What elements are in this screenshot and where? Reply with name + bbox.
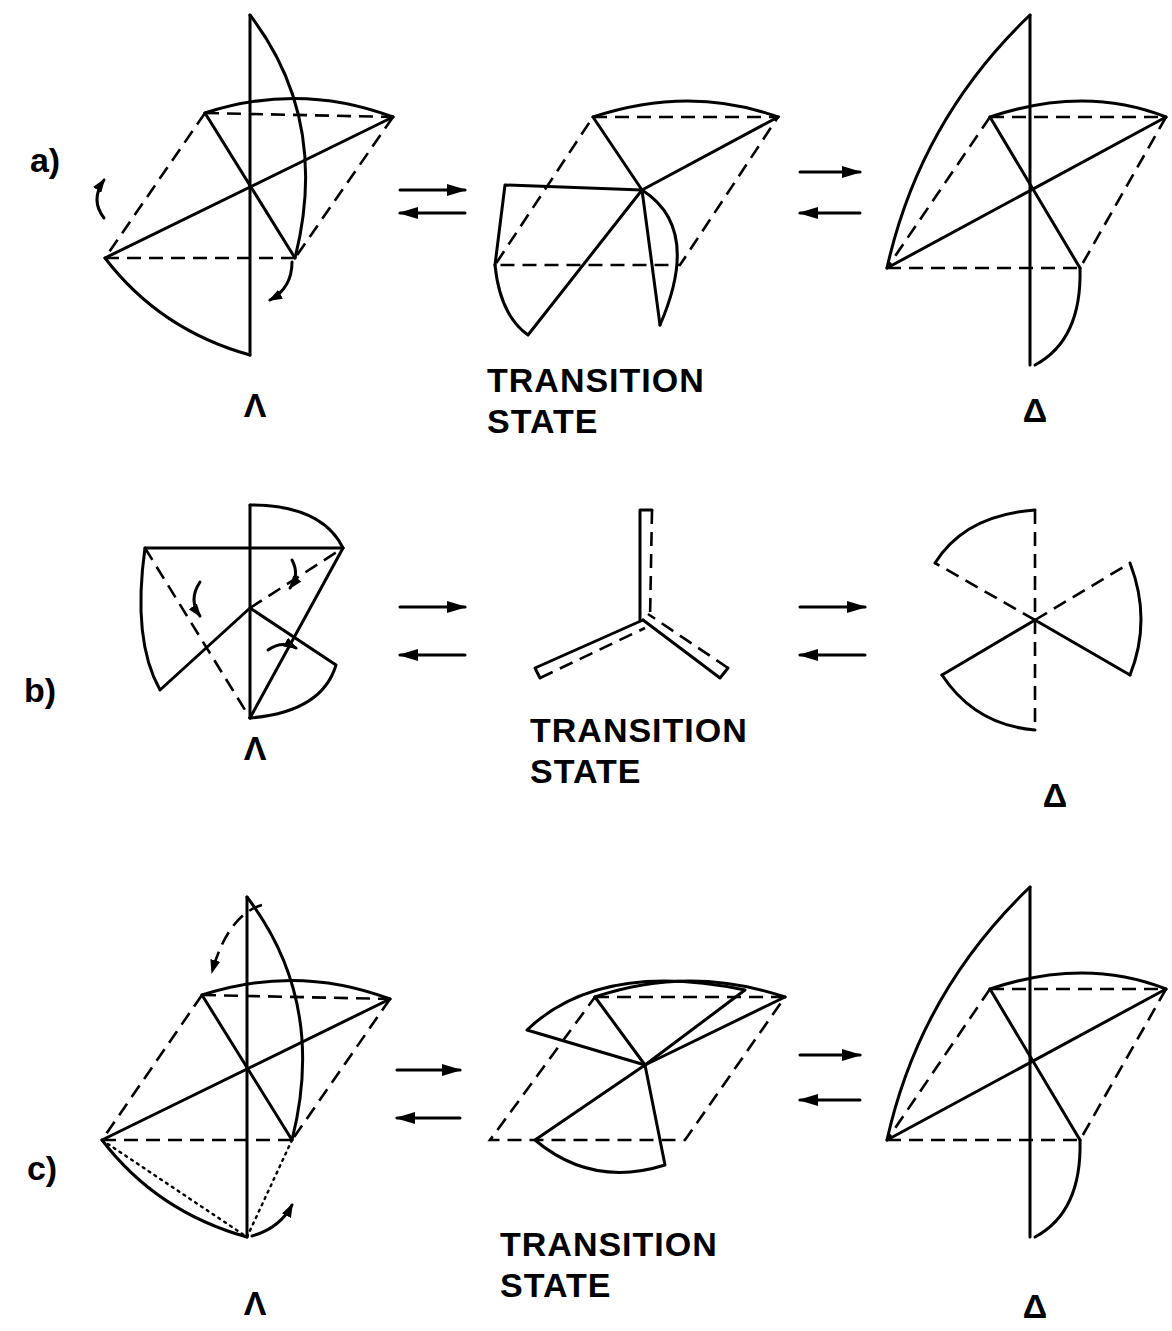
lambda-octahedron-a-stroke — [270, 262, 292, 300]
lambda-prism-view-b-stroke — [250, 505, 343, 548]
part-letter: c) — [27, 1148, 57, 1189]
chirality-symbol: Λ — [244, 728, 267, 769]
delta-prism-view-b-stroke — [942, 675, 1035, 730]
state-caption: TRANSITION STATE — [500, 1224, 718, 1306]
transition-state-b-stroke — [540, 628, 645, 678]
state-caption: TRANSITION STATE — [530, 710, 748, 792]
transition-state-a-stroke — [495, 117, 778, 265]
lambda-octahedron-a-stroke — [97, 180, 104, 218]
transition-state-c-stroke — [527, 981, 745, 1065]
part-letter: b) — [24, 670, 56, 711]
equilibrium-arrows-b — [400, 607, 865, 655]
lambda-prism-view-b-stroke — [250, 608, 336, 718]
transition-state-b-stroke — [643, 620, 728, 678]
lambda-octahedron-c — [102, 897, 390, 1237]
delta-prism-view-b-stroke — [935, 510, 1035, 563]
equilibrium-arrows-c-stroke — [800, 1054, 860, 1057]
state-caption: TRANSITION STATE — [487, 360, 705, 442]
equilibrium-arrows-a-stroke — [400, 189, 465, 192]
equilibrium-arrows-c — [397, 1055, 860, 1118]
equilibrium-arrows-b-stroke — [800, 606, 865, 609]
lambda-prism-view-b-stroke — [145, 548, 250, 718]
transition-state-b-stroke — [650, 510, 652, 620]
lambda-prism-view-b — [141, 505, 343, 718]
transition-state-b — [535, 510, 728, 678]
lambda-octahedron-a — [97, 15, 393, 355]
transition-state-b-stroke — [640, 510, 652, 620]
lambda-octahedron-c-stroke — [252, 1205, 292, 1236]
chirality-symbol: Λ — [244, 385, 267, 426]
lambda-prism-view-b-stroke — [250, 548, 343, 608]
delta-octahedron-c — [887, 887, 1166, 1237]
transition-state-c-stroke — [535, 1065, 665, 1172]
chirality-symbol: Δ — [1023, 390, 1047, 431]
equilibrium-arrows-a — [400, 172, 860, 213]
equilibrium-arrows-b-stroke — [800, 654, 865, 657]
transition-state-a-stroke — [495, 185, 642, 265]
chirality-symbol: Δ — [1043, 775, 1067, 816]
delta-prism-view-b — [935, 510, 1141, 730]
transition-state-b-stroke — [535, 620, 643, 678]
transition-state-a-stroke — [642, 190, 660, 325]
transition-state-c — [490, 981, 785, 1172]
lambda-prism-view-b-stroke — [250, 548, 343, 718]
lambda-octahedron-a-stroke — [105, 15, 393, 355]
lambda-prism-view-b-stroke — [290, 560, 296, 588]
chirality-symbol: Δ — [1023, 1286, 1047, 1327]
delta-prism-view-b-stroke — [1035, 563, 1130, 620]
delta-prism-view-b-stroke — [1130, 563, 1141, 675]
equilibrium-arrows-a-stroke — [800, 171, 860, 174]
lambda-octahedron-c-stroke — [102, 1140, 247, 1237]
part-letter: a) — [30, 140, 60, 181]
transition-state-b-stroke — [648, 614, 728, 668]
lambda-octahedron-c-stroke — [247, 1140, 292, 1237]
lambda-octahedron-c-stroke — [212, 905, 262, 972]
delta-prism-view-b-stroke — [1035, 620, 1130, 675]
equilibrium-arrows-b-stroke — [400, 654, 465, 657]
lambda-octahedron-c-stroke — [102, 897, 390, 1237]
delta-prism-view-b-stroke — [935, 563, 1035, 620]
transition-state-a-stroke — [593, 117, 778, 190]
delta-octahedron-a-stroke — [887, 15, 1166, 365]
lambda-prism-view-b-stroke — [145, 547, 343, 550]
chirality-symbol: Λ — [244, 1283, 267, 1324]
delta-octahedron-c-stroke — [887, 887, 1166, 1237]
equilibrium-arrows-c-stroke — [397, 1117, 460, 1120]
lambda-prism-view-b-stroke — [268, 644, 296, 650]
transition-state-a-stroke — [642, 190, 677, 325]
transition-state-a-stroke — [593, 101, 778, 117]
equilibrium-arrows-c-stroke — [397, 1069, 460, 1072]
equilibrium-arrows-a-stroke — [400, 212, 465, 215]
equilibrium-arrows-a-stroke — [800, 212, 860, 215]
delta-octahedron-a — [887, 15, 1166, 365]
transition-state-a — [495, 101, 778, 335]
equilibrium-arrows-b-stroke — [400, 606, 465, 609]
transition-state-a-stroke — [495, 190, 642, 335]
lambda-prism-view-b-stroke — [194, 582, 200, 616]
equilibrium-arrows-c-stroke — [800, 1099, 860, 1102]
lambda-prism-view-b-stroke — [141, 548, 250, 690]
delta-prism-view-b-stroke — [942, 620, 1035, 675]
lambda-prism-view-b-stroke — [249, 505, 252, 718]
